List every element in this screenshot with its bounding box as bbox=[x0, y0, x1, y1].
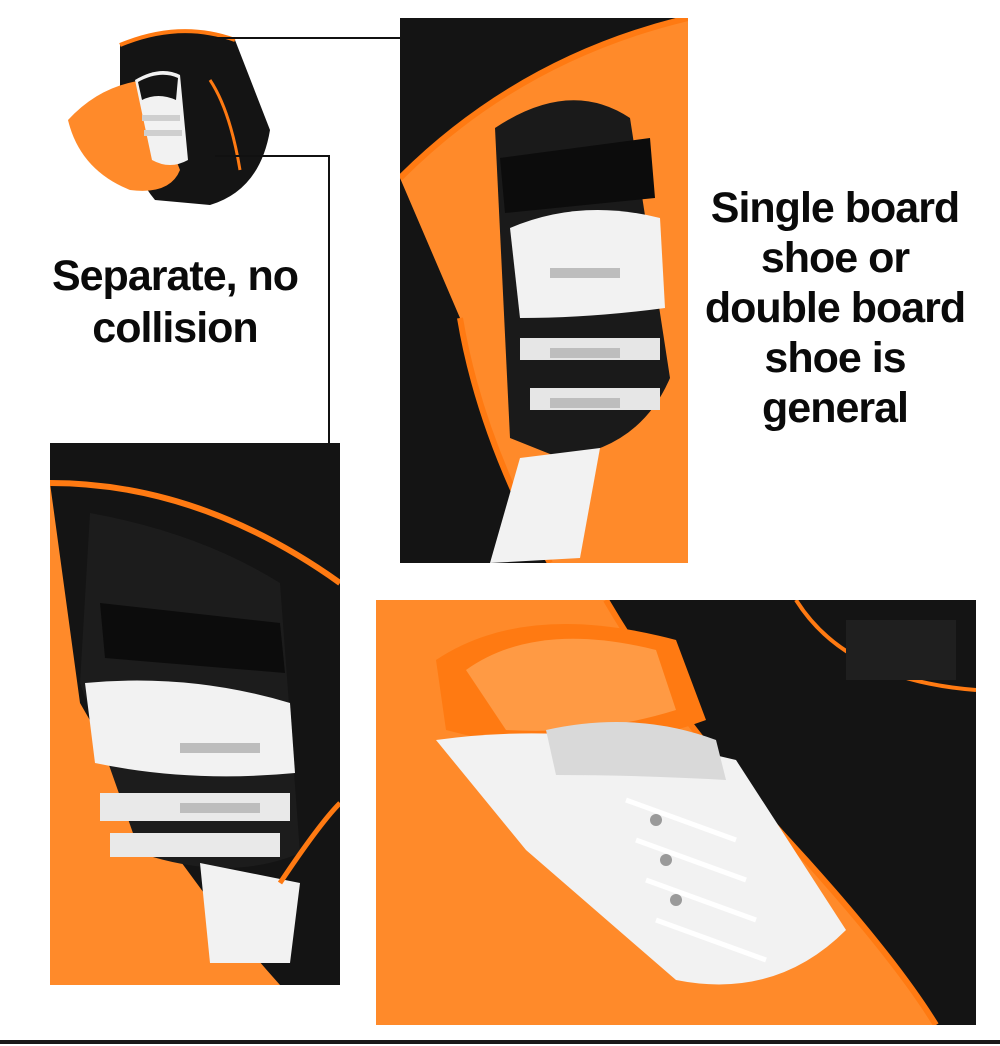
snowboard-boot-photo bbox=[376, 600, 976, 1025]
caption-single-double-line2: shoe or bbox=[760, 234, 910, 282]
caption-separate: Separate, no collision bbox=[30, 250, 320, 354]
connector-line-horizontal bbox=[215, 155, 330, 157]
caption-single-double-line1: Single board bbox=[710, 184, 960, 232]
caption-single-double-line5: general bbox=[762, 384, 909, 432]
caption-single-double: Single board shoe or double board shoe i… bbox=[700, 183, 970, 433]
caption-single-double-line3: double board bbox=[704, 284, 966, 332]
bottom-divider bbox=[0, 1040, 1000, 1044]
connector-line-top bbox=[215, 37, 400, 39]
caption-separate-line2: collision bbox=[92, 304, 258, 352]
connector-line-vertical bbox=[328, 155, 330, 445]
bag-overview-photo bbox=[60, 20, 280, 215]
caption-single-double-line4: shoe is bbox=[764, 334, 906, 382]
ski-boot-top-photo bbox=[400, 18, 688, 563]
ski-boot-side-photo bbox=[50, 443, 340, 985]
caption-separate-line1: Separate, no bbox=[51, 252, 299, 300]
